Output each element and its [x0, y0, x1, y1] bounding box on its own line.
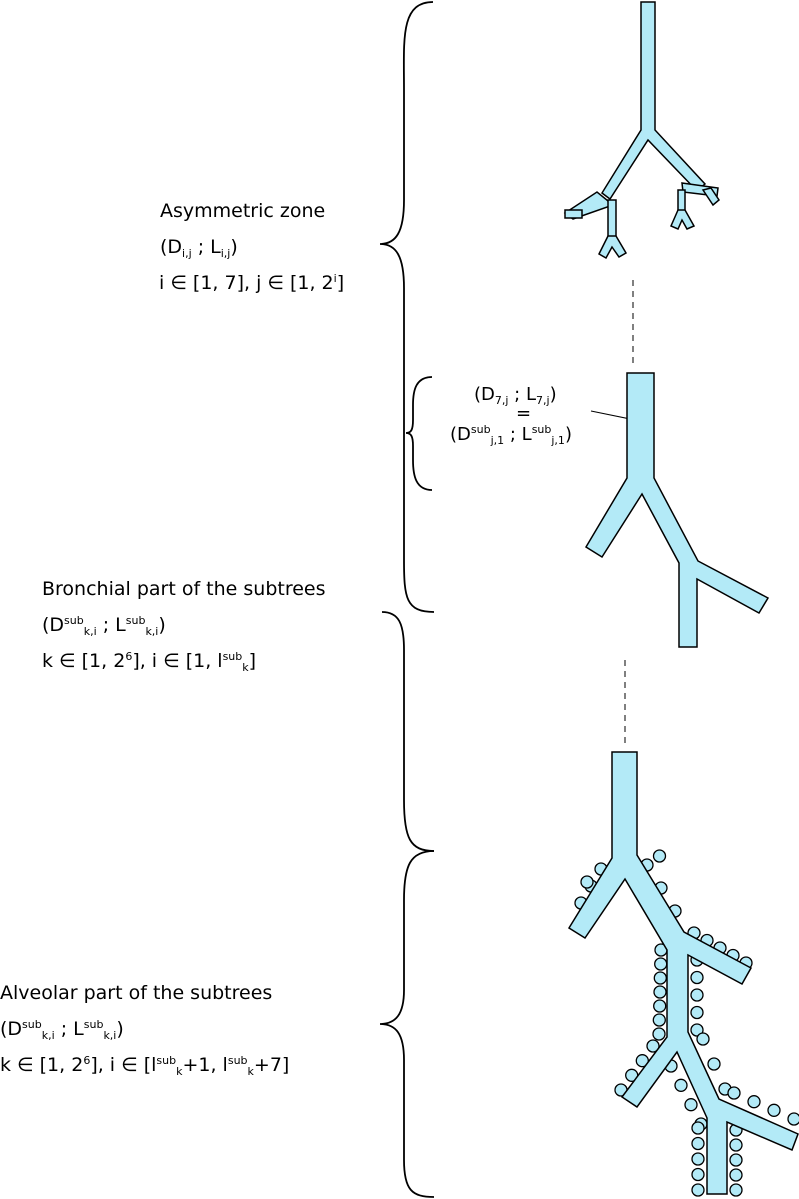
asymmetric-zone-brace — [379, 1, 435, 613]
alveolus-16 — [652, 1013, 666, 1027]
alveolus-14 — [653, 985, 667, 999]
alveoli-group — [574, 849, 799, 1197]
alveolus-37 — [787, 1112, 799, 1126]
alveolar-subtree — [567, 751, 799, 1195]
alveolar-zone-range: k ∈ [1, 26], i ∈ [lsubk+1, lsubk+7] — [0, 1054, 290, 1078]
alveolus-23 — [646, 1039, 660, 1053]
alveolus-13 — [653, 971, 667, 985]
bronchial-zone-pair: (Dsubk,i ; Lsubk,i) — [42, 614, 166, 638]
alveolus-38 — [691, 1121, 705, 1135]
asymmetric-airway-tree — [563, 1, 720, 260]
alveolus-12 — [654, 957, 668, 971]
asymmetric-zone-title: Asymmetric zone — [160, 200, 326, 222]
bronchial-zone-brace — [381, 611, 435, 852]
equivalence-brace — [405, 376, 433, 491]
alveolus-42 — [691, 1183, 705, 1197]
alveolus-41 — [691, 1167, 705, 1182]
equivalence-bottom: (Dsubj,1 ; Lsubj,1) — [450, 423, 572, 447]
asymmetric-zone-pair: (Di,j ; Li,j) — [160, 236, 238, 260]
bronchial-zone-range: k ∈ [1, 26], i ∈ [1, lsubk] — [42, 650, 257, 674]
alveolus-15 — [653, 999, 667, 1013]
alveolar-zone-pair: (Dsubk,i ; Lsubk,i) — [0, 1018, 124, 1042]
bronchial-zone-label: Bronchial part of the subtrees (Dsubk,i … — [42, 571, 326, 679]
alveolus-31 — [696, 1032, 710, 1046]
alveolus-29 — [684, 1098, 698, 1112]
alveolus-21 — [690, 1005, 704, 1020]
asymmetric-zone-label: Asymmetric zone (Di,j ; Li,j) i ∈ [1, 7]… — [159, 193, 345, 301]
alveolus-22 — [690, 1023, 704, 1037]
bronchial-subtree — [584, 372, 770, 648]
alveolus-49 — [580, 875, 594, 889]
alveolus-34 — [727, 1086, 741, 1100]
alveolar-zone-brace — [379, 850, 435, 1198]
alveolus-46 — [729, 1168, 743, 1182]
bronchial-zone-title: Bronchial part of the subtrees — [42, 578, 326, 600]
alveolus-47 — [729, 1183, 743, 1197]
alveolus-28 — [674, 1078, 688, 1092]
alveolar-zone-title: Alveolar part of the subtrees — [0, 982, 273, 1004]
alveolus-45 — [729, 1153, 743, 1167]
equivalence-top: (D7,j ; L7,j) — [474, 384, 557, 407]
alveolus-40 — [691, 1152, 705, 1166]
alveolus-19 — [690, 970, 704, 985]
alveolus-35 — [747, 1095, 761, 1109]
alveolus-39 — [691, 1136, 705, 1151]
alveolar-zone-label: Alveolar part of the subtrees (Dsubk,i ;… — [0, 975, 289, 1083]
equivalence-equals-sign: = — [516, 403, 532, 424]
alveolus-48 — [652, 849, 667, 863]
alveolus-17 — [652, 1027, 666, 1041]
alveolus-36 — [767, 1103, 781, 1117]
alveolus-20 — [690, 988, 704, 1002]
alveolus-32 — [707, 1057, 721, 1071]
alveolus-44 — [729, 1138, 743, 1152]
asymmetric-zone-range: i ∈ [1, 7], j ∈ [1, 2i] — [159, 272, 345, 294]
